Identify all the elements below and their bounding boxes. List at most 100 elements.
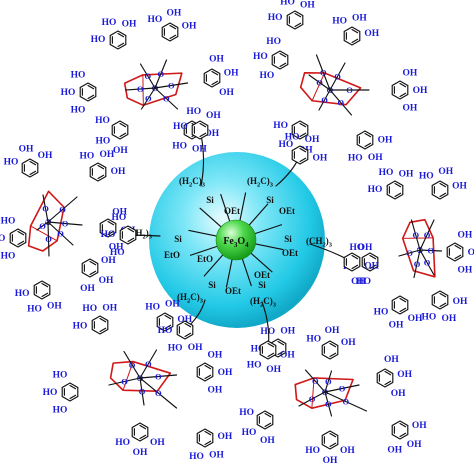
hydroxyl-label: OH — [204, 129, 219, 139]
hydroxyl-label: OH — [453, 297, 468, 307]
hydroxyl-label: OH — [384, 355, 399, 365]
hydroxyl-label: OH — [407, 440, 422, 450]
ring-double-bond — [139, 424, 147, 430]
oet-label: EtO — [197, 254, 213, 264]
ring-double-bond — [264, 422, 272, 428]
ester-oxygen-label: O — [337, 98, 344, 108]
hydroxyl-label: HO — [280, 0, 295, 7]
ester-bond — [298, 391, 326, 407]
ring-double-bond — [277, 350, 285, 356]
hydroxyl-label: HO — [168, 343, 183, 353]
ring-double-bond — [279, 62, 287, 68]
hydroxyl-label: OH — [208, 385, 223, 395]
ring-double-bond — [41, 282, 49, 288]
ester-oxygen-label: O — [320, 68, 327, 78]
hydroxyl-label: OH — [218, 368, 233, 378]
ring-double-bond — [87, 84, 95, 90]
hydroxyl-label: HO — [111, 213, 126, 223]
ch2-label-sub: 2 — [143, 234, 146, 241]
hydroxyl-label: OH — [192, 145, 207, 155]
glucose-bridge — [402, 237, 434, 239]
ester-bond — [324, 391, 333, 417]
ring-double-bond — [439, 182, 447, 188]
ester-bond — [315, 54, 331, 91]
hydroxyl-label: OH — [102, 304, 117, 314]
hydroxyl-label: OH — [206, 111, 221, 121]
ester-oxygen-label: O — [168, 81, 175, 91]
oet-label: OEt — [225, 286, 241, 296]
si-o-bond — [225, 259, 233, 288]
ring-double-bond — [329, 352, 337, 358]
ch2-label-part: (CH — [306, 236, 323, 246]
hydroxyl-label: OH — [99, 276, 114, 286]
ester-oxygen-label: O — [325, 399, 332, 409]
ch2-label-part: (H — [250, 296, 260, 306]
ring-double-bond — [299, 157, 307, 163]
ester-oxygen-label: O — [121, 377, 128, 387]
ring-double-bond — [294, 12, 302, 18]
hydroxyl-label: HO — [368, 185, 383, 195]
ester-oxygen-label: O — [309, 394, 316, 404]
hydroxyl-label: HO — [379, 168, 394, 178]
ring-double-bond — [17, 230, 25, 236]
hydroxyl-label: OH — [368, 153, 383, 163]
ester-bond — [154, 87, 179, 110]
hydroxyl-label: HO — [259, 71, 274, 81]
hydroxyl-label: OH — [150, 438, 165, 448]
si-o-bond — [239, 192, 247, 221]
hydroxyl-label: OH — [177, 315, 192, 325]
ring-double-bond — [329, 432, 337, 438]
si-o-bond — [254, 224, 283, 235]
ring-double-bond — [69, 394, 77, 400]
ring-double-bond — [41, 292, 49, 298]
hydroxyl-label: HO — [80, 151, 95, 161]
ester-bond — [413, 249, 421, 279]
ch2-label-part: C) — [260, 176, 270, 186]
hydroxyl-label: OH — [458, 231, 473, 241]
ring-double-bond — [364, 142, 372, 148]
hydroxyl-label: OH — [340, 446, 355, 456]
hydroxyl-label: OH — [468, 248, 474, 258]
ester-oxygen-label: O — [59, 205, 66, 215]
hydroxyl-label: HO — [349, 243, 364, 253]
hydroxyl-label: OH — [323, 456, 338, 466]
ch2-label: (H2C)3 — [177, 292, 204, 305]
ring-double-bond — [399, 432, 407, 438]
ch2-label-sub: 3 — [149, 234, 153, 241]
hydroxyl-label: HO — [43, 388, 58, 398]
ester-bond — [154, 82, 189, 89]
hydroxyl-label: OH — [387, 445, 402, 455]
ring-double-bond — [211, 80, 219, 86]
hydroxyl-label: HO — [173, 122, 188, 132]
ch2-label-part: C) — [190, 292, 200, 302]
ring-double-bond — [399, 422, 407, 428]
hydroxyl-label: OH — [280, 327, 295, 337]
hydroxyl-label: HO — [273, 121, 288, 131]
hydroxyl-label: HO — [242, 428, 257, 438]
fe3o4-core — [215, 219, 257, 261]
ring-double-bond — [117, 42, 125, 48]
ester-oxygen-label: O — [424, 258, 431, 268]
ring-double-bond — [97, 174, 105, 180]
hydroxyl-label: HO — [95, 116, 110, 126]
ester-bond — [419, 249, 435, 276]
hydroxyl-label: OH — [208, 351, 223, 361]
hydroxyl-label: HO — [53, 405, 68, 415]
ring-double-bond — [299, 122, 307, 128]
hydroxyl-label: HO — [268, 13, 283, 23]
hydroxyl-label: OH — [113, 146, 128, 156]
ring-double-bond — [107, 220, 115, 226]
hydroxyl-label: OH — [438, 167, 453, 177]
ring-double-bond — [454, 254, 462, 260]
oet-label: OEt — [279, 206, 295, 216]
ch2-label-sub: 3 — [273, 302, 277, 309]
ring-double-bond — [384, 370, 392, 376]
ring-double-bond — [394, 192, 402, 198]
